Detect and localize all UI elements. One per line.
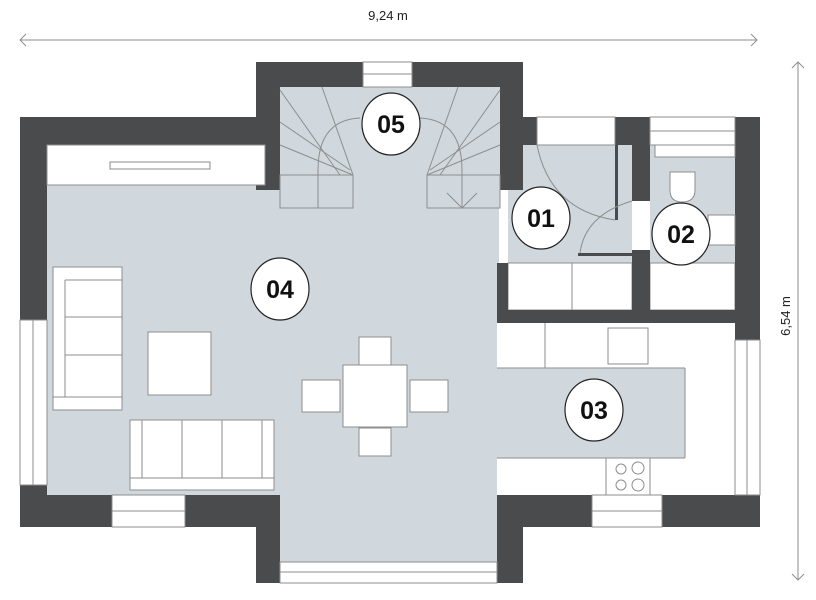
sofa-bottom	[129, 419, 275, 491]
chair	[409, 379, 449, 413]
svg-text:04: 04	[266, 276, 294, 304]
svg-text:01: 01	[527, 205, 555, 233]
room-label-04: 04	[250, 257, 310, 321]
svg-text:02: 02	[667, 221, 695, 249]
chair	[358, 427, 392, 457]
stove	[605, 457, 651, 497]
chair	[358, 336, 392, 366]
width-label: 9,24 m	[368, 8, 408, 23]
chair	[301, 379, 341, 413]
room-label-03: 03	[564, 378, 624, 442]
washbasin	[707, 214, 736, 246]
furniture	[46, 144, 736, 491]
room-label-01: 01	[511, 186, 571, 250]
walls	[20, 62, 760, 583]
room-label-05: 05	[361, 92, 421, 156]
floors	[47, 87, 735, 562]
windows	[19, 61, 761, 584]
staircase	[279, 86, 501, 209]
height-label: 6,54 m	[778, 296, 793, 336]
toilet	[654, 144, 736, 203]
svg-text:03: 03	[580, 397, 608, 425]
svg-text:05: 05	[377, 111, 405, 139]
coffee-table	[147, 331, 212, 396]
room-label-02: 02	[651, 202, 711, 266]
closets	[507, 262, 736, 311]
dining-table	[342, 364, 408, 428]
height-dimension: 6,54 m	[778, 61, 805, 581]
width-dimension: 9,24 m	[19, 8, 758, 47]
sofa-left	[52, 266, 123, 411]
doors	[536, 144, 633, 254]
sink	[607, 327, 649, 365]
